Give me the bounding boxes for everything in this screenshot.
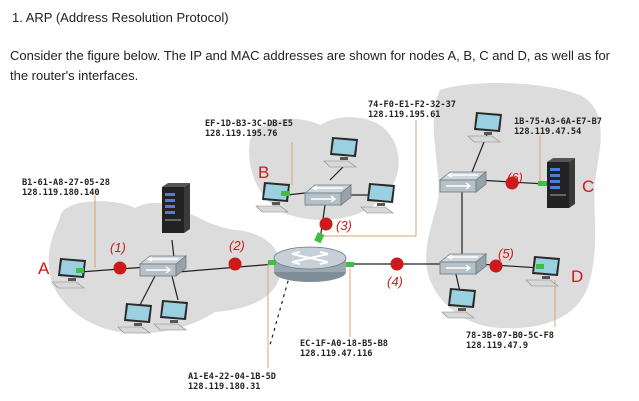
server-C-icon bbox=[547, 158, 575, 208]
router-right-ip: 128.119.47.116 bbox=[300, 349, 372, 359]
point-2-marker bbox=[228, 257, 242, 271]
point-3-marker bbox=[319, 217, 333, 231]
node-A-ip: 128.119.180.140 bbox=[22, 188, 100, 198]
router-left-mac: A1-E4-22-04-1B-5D bbox=[188, 372, 276, 382]
node-B-mac: EF-1D-B3-3C-DB-E5 bbox=[205, 119, 293, 129]
node-C-label: C bbox=[582, 177, 594, 196]
question-title: 1. ARP (Address Resolution Protocol) bbox=[12, 10, 229, 25]
node-B-ip: 128.119.195.76 bbox=[205, 129, 277, 139]
nic-C bbox=[538, 181, 547, 186]
node-A-mac: B1-61-A8-27-05-28 bbox=[22, 178, 110, 188]
point-5-marker bbox=[489, 259, 503, 273]
node-B-label: B bbox=[258, 163, 269, 182]
point-4-marker bbox=[390, 257, 404, 271]
nic-A bbox=[76, 268, 84, 273]
point-4-label: (4) bbox=[387, 274, 403, 289]
node-D-label: D bbox=[571, 267, 583, 286]
point-6-label: (6) bbox=[507, 170, 523, 185]
point-5-label: (5) bbox=[498, 246, 514, 261]
point-3-label: (3) bbox=[336, 218, 352, 233]
point-1-label: (1) bbox=[110, 240, 126, 255]
point-2-label: (2) bbox=[229, 238, 245, 253]
question-text: Consider the figure below. The IP and MA… bbox=[10, 48, 611, 83]
router-icon bbox=[273, 246, 347, 282]
point-1-marker bbox=[113, 261, 127, 275]
router-left-ip: 128.119.180.31 bbox=[188, 382, 260, 392]
node-A-label: A bbox=[38, 259, 50, 278]
nic-router-top bbox=[314, 232, 325, 244]
router-right-mac: EC-1F-A0-18-B5-B8 bbox=[300, 339, 388, 349]
nic-router-right bbox=[346, 262, 354, 267]
node-D-ip: 128.119.47.9 bbox=[466, 341, 528, 351]
nic-B bbox=[281, 191, 290, 196]
router-top-ip: 128.119.195.61 bbox=[368, 110, 440, 120]
server-left-icon bbox=[162, 183, 190, 233]
router-top-mac: 74-F0-E1-F2-32-37 bbox=[368, 100, 456, 110]
switch-top-icon bbox=[304, 184, 352, 206]
nic-D bbox=[536, 264, 544, 269]
nic-router-left bbox=[268, 260, 276, 265]
point-6-marker bbox=[505, 176, 519, 190]
node-C-ip: 128.119.47.54 bbox=[514, 127, 581, 137]
switch-left-icon bbox=[139, 255, 187, 277]
switch-right-lower-icon bbox=[439, 253, 487, 275]
node-C-mac: 1B-75-A3-6A-E7-B7 bbox=[514, 117, 602, 127]
node-D-mac: 78-3B-07-B0-5C-F8 bbox=[466, 331, 554, 341]
switch-right-upper-icon bbox=[439, 171, 487, 193]
